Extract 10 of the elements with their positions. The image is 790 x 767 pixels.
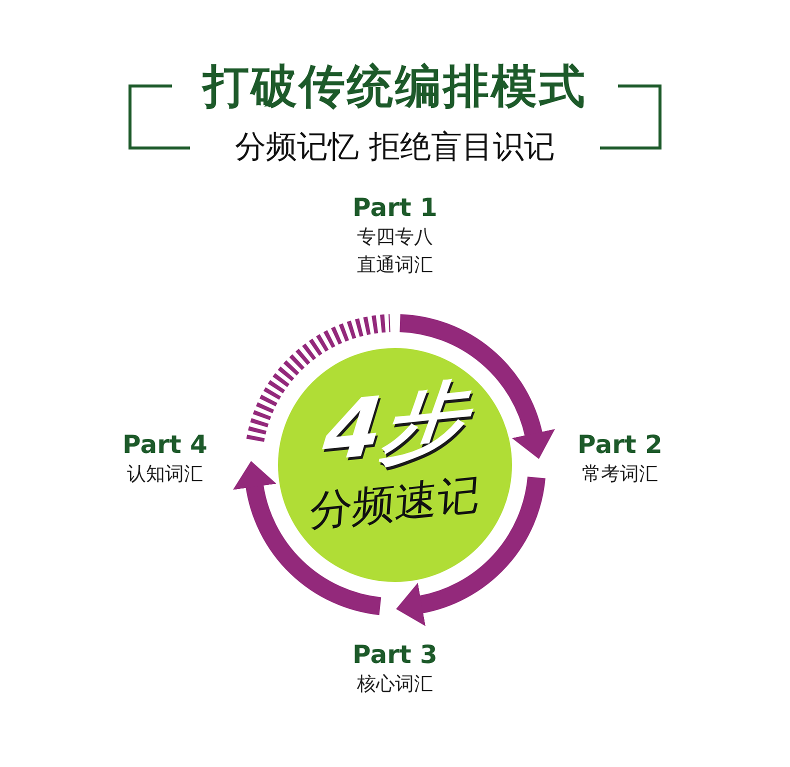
title: 打破传统编排模式 xyxy=(203,59,587,113)
step-heading: Part 2 xyxy=(578,430,662,460)
step-heading: Part 3 xyxy=(352,640,438,670)
step-label: 核心词汇 xyxy=(357,672,433,697)
method-label: 分频速记 xyxy=(308,468,482,538)
step-heading: Part 4 xyxy=(122,430,208,460)
step-label: 专四专八直通词汇 xyxy=(356,225,434,278)
step-heading: Part 1 xyxy=(352,193,438,223)
step-label: 常考词汇 xyxy=(582,462,658,487)
step-label: 认知词汇 xyxy=(127,462,203,487)
